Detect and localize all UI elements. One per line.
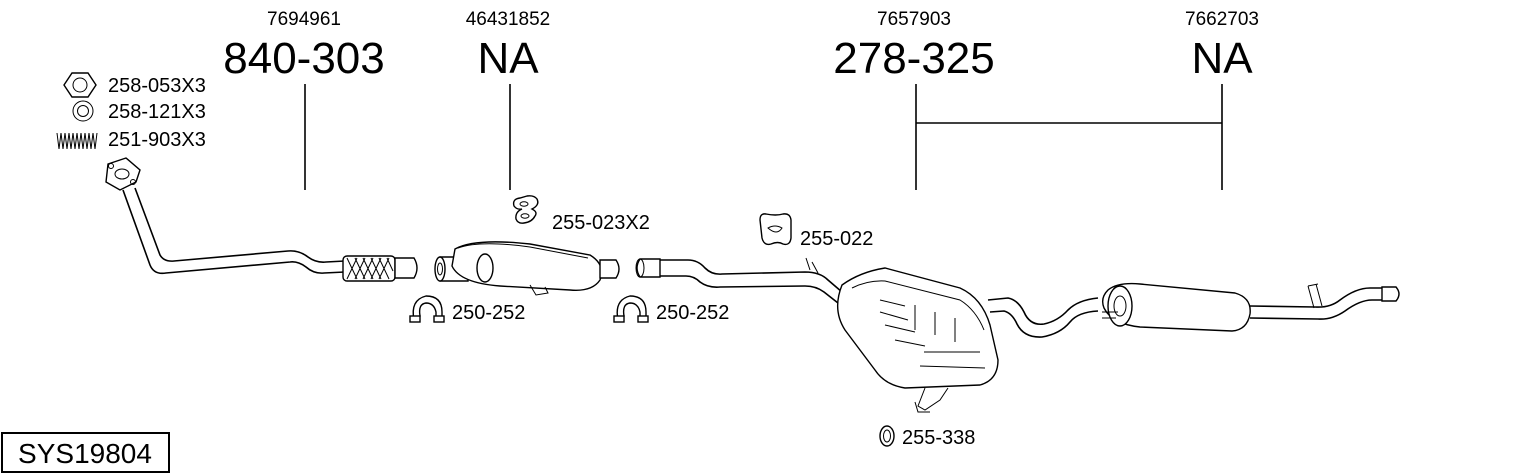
part-label-255-022[interactable]: 255-022: [800, 228, 873, 250]
clamp-icon: [613, 295, 649, 323]
part-label-250-252-b[interactable]: 250-252: [656, 302, 729, 324]
clamp-icon: [409, 295, 445, 323]
hardware-label-1[interactable]: 258-053X3: [108, 75, 206, 97]
part-label-255-023x2[interactable]: 255-023X2: [552, 212, 650, 234]
oem-number-1: 7694961: [267, 9, 341, 30]
oem-number-4: 7662703: [1185, 9, 1259, 30]
part-number-1[interactable]: 840-303: [223, 34, 384, 83]
leader-lines: [304, 84, 1223, 190]
part-label-255-338[interactable]: 255-338: [902, 427, 975, 449]
system-id-box: [1, 432, 170, 473]
part-number-3[interactable]: 278-325: [833, 34, 994, 83]
system-id: SYS19804: [18, 438, 152, 469]
rubber-hanger-icon: [512, 195, 539, 224]
spring-icon: [56, 132, 98, 150]
rear-pipe-silencer: [635, 257, 1099, 413]
rear-muffler: [1101, 282, 1400, 332]
oem-number-3: 7657903: [877, 9, 951, 30]
part-label-250-252-a[interactable]: 250-252: [452, 302, 525, 324]
gasket-ring-icon: [879, 425, 895, 447]
centre-muffler: [434, 241, 620, 296]
part-number-2[interactable]: NA: [477, 34, 539, 83]
hex-nut-icon: [63, 72, 97, 98]
rubber-hanger-icon: [759, 213, 792, 246]
washer-icon: [72, 100, 94, 122]
front-pipe: [105, 157, 418, 282]
part-number-4[interactable]: NA: [1191, 34, 1253, 83]
oem-number-2: 46431852: [466, 9, 551, 30]
hardware-label-3[interactable]: 251-903X3: [108, 129, 206, 151]
hardware-label-2[interactable]: 258-121X3: [108, 101, 206, 123]
